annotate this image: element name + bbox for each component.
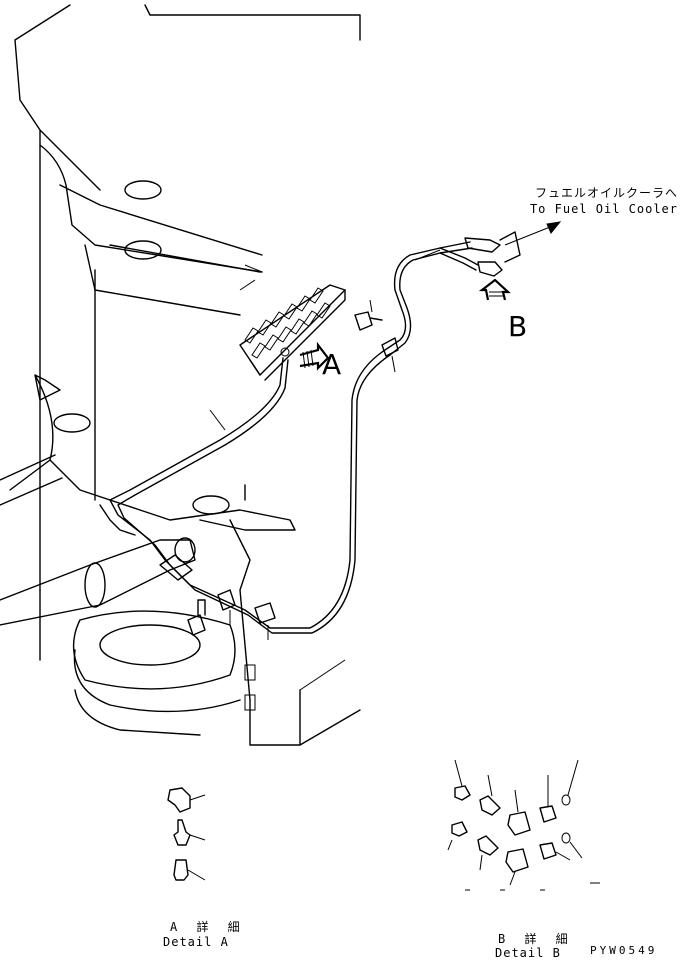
detail-b-title-en: Detail B (495, 946, 561, 960)
bracket-arm (9, 374, 296, 536)
detail-a-parts (167, 787, 206, 881)
detail-a-title-en: Detail A (163, 935, 229, 949)
lower-pivot (72, 610, 256, 736)
destination-label-jp: フュエルオイルクーラへ (534, 186, 678, 200)
detail-a-title-jp: A 詳 細 (170, 920, 246, 934)
bolts (187, 299, 383, 636)
detail-b-title-jp: B 詳 細 (498, 932, 574, 946)
tube-clamps (159, 337, 399, 640)
destination-label-en: To Fuel Oil Cooler (529, 202, 678, 216)
view-label-a: A (322, 348, 342, 381)
view-arrow-a (299, 341, 330, 371)
frame-holes (53, 180, 230, 515)
lubrication-manifold (239, 284, 346, 381)
end-fittings (414, 231, 521, 277)
fuel-tube (109, 241, 479, 634)
destination-arrow (504, 221, 562, 246)
drawing-code: PYW0549 (590, 944, 658, 957)
frame-outline (14, 4, 361, 746)
detail-b-parts (447, 759, 600, 891)
view-label-b: B (508, 310, 528, 343)
view-arrow-b (478, 278, 511, 301)
leader-lines (209, 264, 263, 431)
cylinder (0, 454, 196, 626)
